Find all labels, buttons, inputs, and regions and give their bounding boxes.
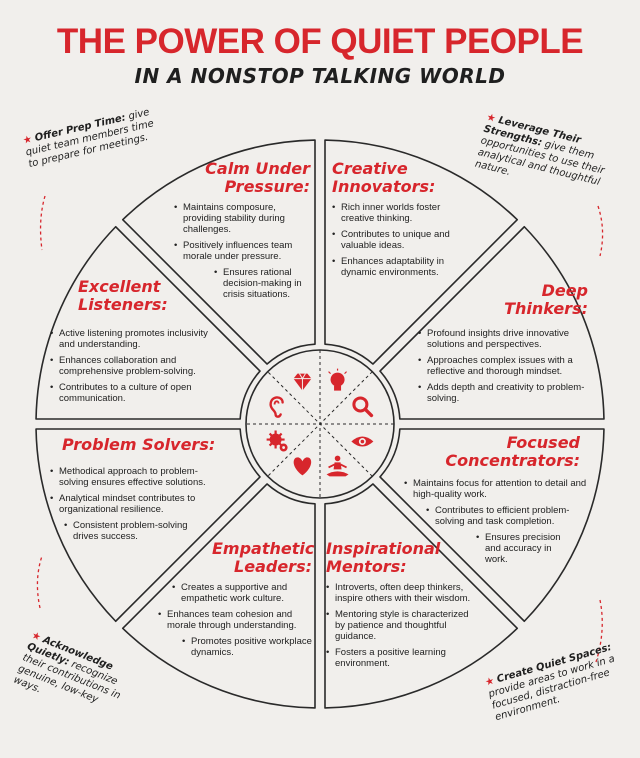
magnifier-icon (352, 396, 374, 418)
segment-problem-solvers: Problem Solvers: Methodical approach to … (50, 436, 222, 547)
bullet: Enhances collaboration and comprehensive… (50, 355, 220, 377)
eye-icon (351, 436, 374, 447)
bullet: Maintains composure, providing stability… (174, 202, 310, 235)
wheel-sector-inspirational (324, 483, 519, 709)
bullet: Methodical approach to problem-solving e… (50, 466, 222, 488)
bullet: Fosters a positive learning environment. (326, 647, 472, 669)
gears-icon (266, 430, 288, 452)
wheel-sector-deep (379, 225, 605, 420)
bullet: Mentoring style is characterized by pati… (326, 609, 472, 642)
bullet: Profound insights drive innovative solut… (418, 328, 594, 350)
bullet: Contributes to efficient problem-solving… (426, 505, 594, 527)
center-icons (266, 368, 374, 477)
segment-empathetic-leaders: Empathetic Leaders: Creates a supportive… (158, 540, 316, 663)
bullet: Contributes to unique and valuable ideas… (332, 229, 462, 251)
bullet: Maintains focus for attention to detail … (404, 478, 594, 500)
segment-title: Inspirational Mentors: (326, 539, 441, 576)
wheel-sector-creative (324, 139, 519, 365)
center-divider (267, 371, 373, 477)
bullet: Introverts, often deep thinkers, inspire… (326, 582, 472, 604)
page-title: THE POWER OF QUIET PEOPLE (56, 22, 584, 61)
bullet: Rich inner worlds foster creative thinki… (332, 202, 462, 224)
segment-inspirational-mentors: Inspirational Mentors: Introverts, often… (326, 540, 472, 674)
bullet: Creates a supportive and empathetic work… (172, 582, 311, 604)
arrow-acknowledge (36, 555, 43, 609)
bullet: Enhances team cohesion and morale throug… (158, 609, 317, 631)
bullet: Positively influences team morale under … (174, 240, 310, 262)
segment-calm-under-pressure: Calm Under Pressure: Maintains composure… (174, 159, 310, 305)
arrow-prep (39, 195, 46, 251)
meditation-icon (326, 455, 349, 477)
segment-excellent-listeners: Excellent Listeners: Active listening pr… (50, 278, 220, 409)
bullet: Approaches complex issues with a reflect… (418, 355, 594, 377)
segment-focused-concentrators: Focused Concentrators: Maintains focus f… (404, 434, 594, 570)
page-subtitle: IN A NONSTOP TALKING WORLD (134, 64, 506, 88)
segment-title: Focused Concentrators: (445, 433, 580, 470)
segment-title: Calm Under Pressure: (205, 159, 310, 196)
segment-creative-innovators: Creative Innovators: Rich inner worlds f… (332, 160, 462, 283)
wheel-sector-empathetic (121, 483, 316, 709)
wheel-sector-listeners (35, 225, 261, 420)
arrow-leverage (597, 205, 604, 257)
bullet: Active listening promotes inclusivity an… (50, 328, 220, 350)
bullet: Analytical mindset contributes to organi… (50, 493, 222, 515)
lightbulb-icon (328, 368, 347, 391)
wheel-sector-focused (379, 428, 605, 623)
heart-icon (293, 457, 312, 476)
bullet: Promotes positive workplace dynamics. (182, 636, 315, 658)
segment-title: Empathetic Leaders: (212, 539, 315, 576)
bullet: Consistent problem-solving drives succes… (64, 520, 193, 542)
segment-title: Excellent Listeners: (78, 277, 168, 314)
bullet: Ensures precision and accuracy in work. (476, 532, 565, 565)
gem-icon (293, 373, 312, 391)
wheel-sector-solvers (35, 428, 261, 623)
segment-title: Deep Thinkers: (504, 281, 588, 318)
arrow-spaces (595, 599, 603, 663)
bullet: Enhances adaptability in dynamic environ… (332, 256, 462, 278)
ear-icon (269, 396, 284, 418)
segment-title: Creative Innovators: (332, 159, 436, 196)
segment-deep-thinkers: Deep Thinkers: Profound insights drive i… (418, 282, 594, 409)
bullet: Adds depth and creativity to problem-sol… (418, 382, 594, 404)
bullet: Contributes to a culture of open communi… (50, 382, 220, 404)
segment-title: Problem Solvers: (62, 435, 216, 454)
bullet: Ensures rational decision-making in cris… (214, 267, 310, 300)
wheel-sector-calm (121, 139, 316, 365)
